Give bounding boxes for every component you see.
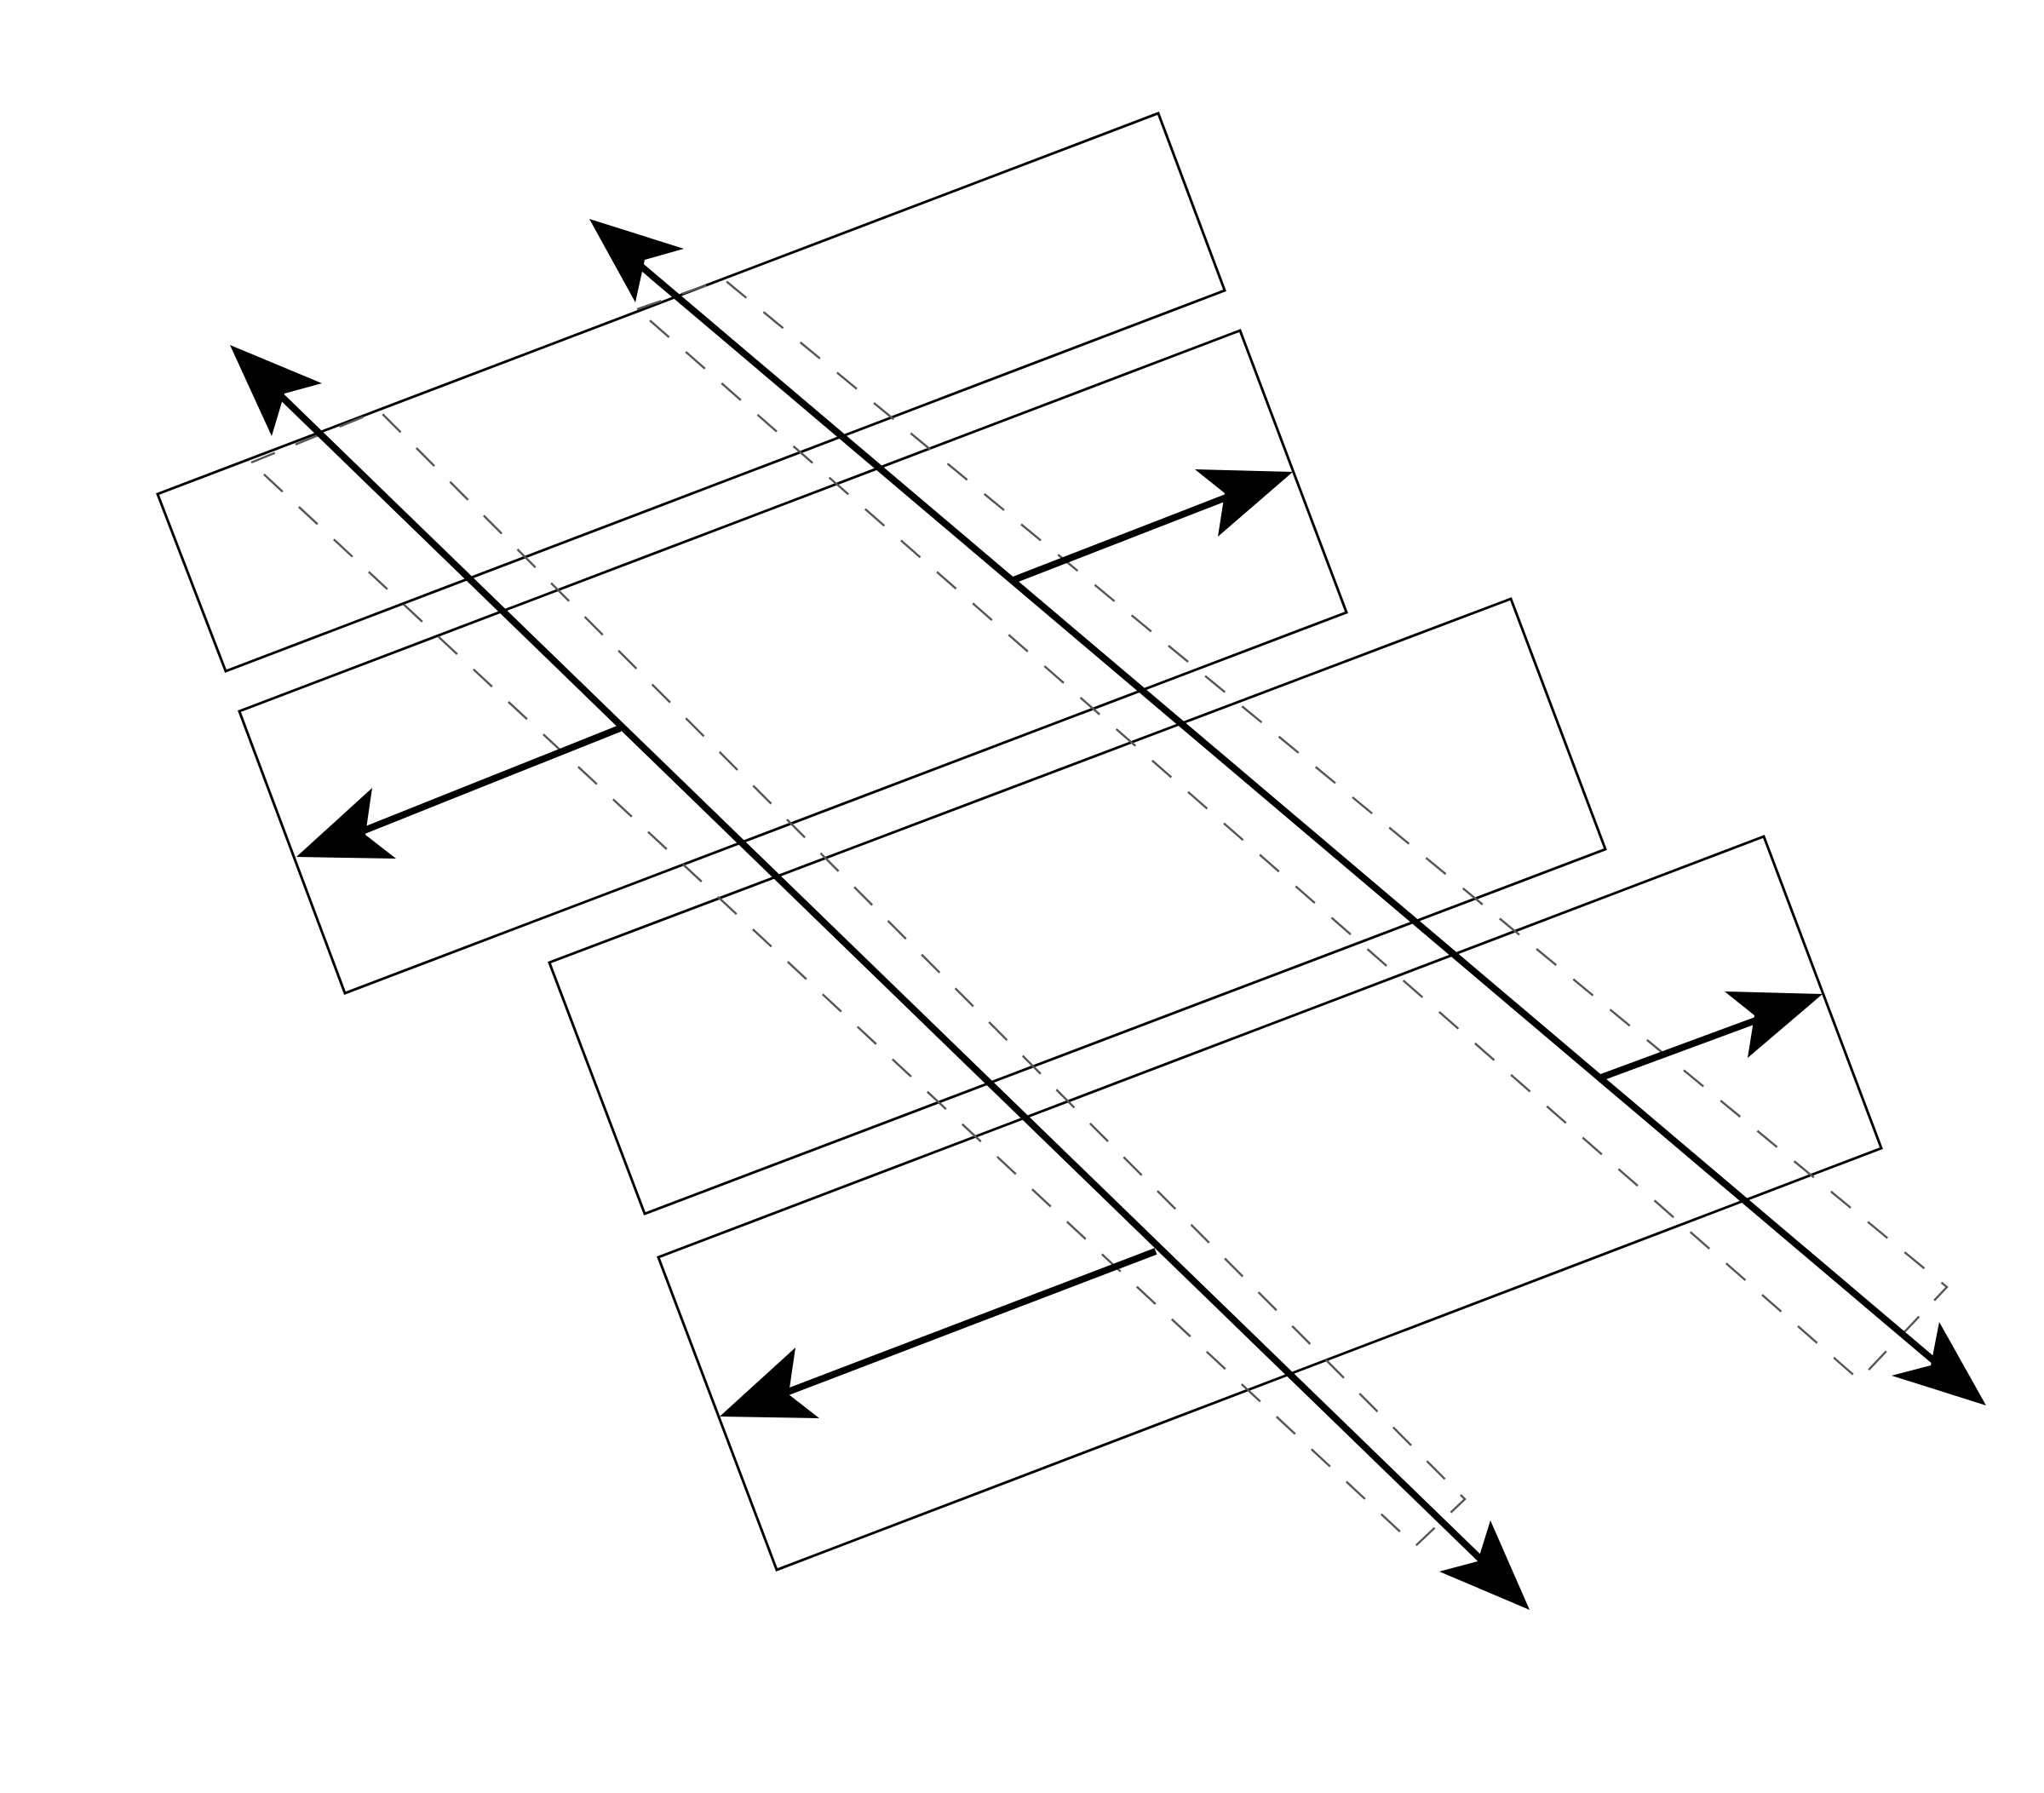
arrow-shaft <box>278 394 1484 1563</box>
arrowhead-right <box>1725 991 1823 1058</box>
short-arrow-panel-4-left <box>720 1248 1157 1418</box>
short-arrow-panel-2 <box>296 725 622 859</box>
dashed-guide-right <box>636 278 1949 1382</box>
arrowhead-up-left <box>230 345 322 436</box>
panel-2 <box>238 329 1348 995</box>
arrowhead-right <box>1195 469 1293 537</box>
short-arrow-panel-4-right <box>1599 991 1823 1081</box>
panel-3 <box>548 597 1607 1215</box>
panel-4 <box>657 835 1883 1572</box>
double-headed-diagonal-arrow-right <box>589 219 1986 1405</box>
long-arrow-group <box>230 219 1986 1610</box>
arrowhead-down-right <box>1439 1520 1530 1610</box>
dashed-guide-group <box>250 278 1949 1548</box>
arrow-shaft <box>782 1248 1157 1397</box>
arrow-shaft <box>638 262 1936 1364</box>
arrow-shaft <box>1599 1013 1769 1081</box>
arrowhead-left <box>296 788 396 859</box>
arrow-shaft <box>356 725 622 836</box>
short-arrow-panel-1 <box>1012 469 1293 583</box>
arrowhead-down-right <box>1892 1322 1986 1405</box>
arrowhead-up-left <box>589 219 684 302</box>
dashed-guide-left <box>250 409 1467 1548</box>
double-headed-diagonal-arrow-left <box>230 345 1530 1610</box>
panel-group <box>156 112 1883 1572</box>
arrowhead-left <box>720 1348 819 1418</box>
arrow-shaft <box>1012 492 1232 583</box>
panel-1 <box>156 112 1226 673</box>
short-arrow-group <box>296 469 1823 1418</box>
